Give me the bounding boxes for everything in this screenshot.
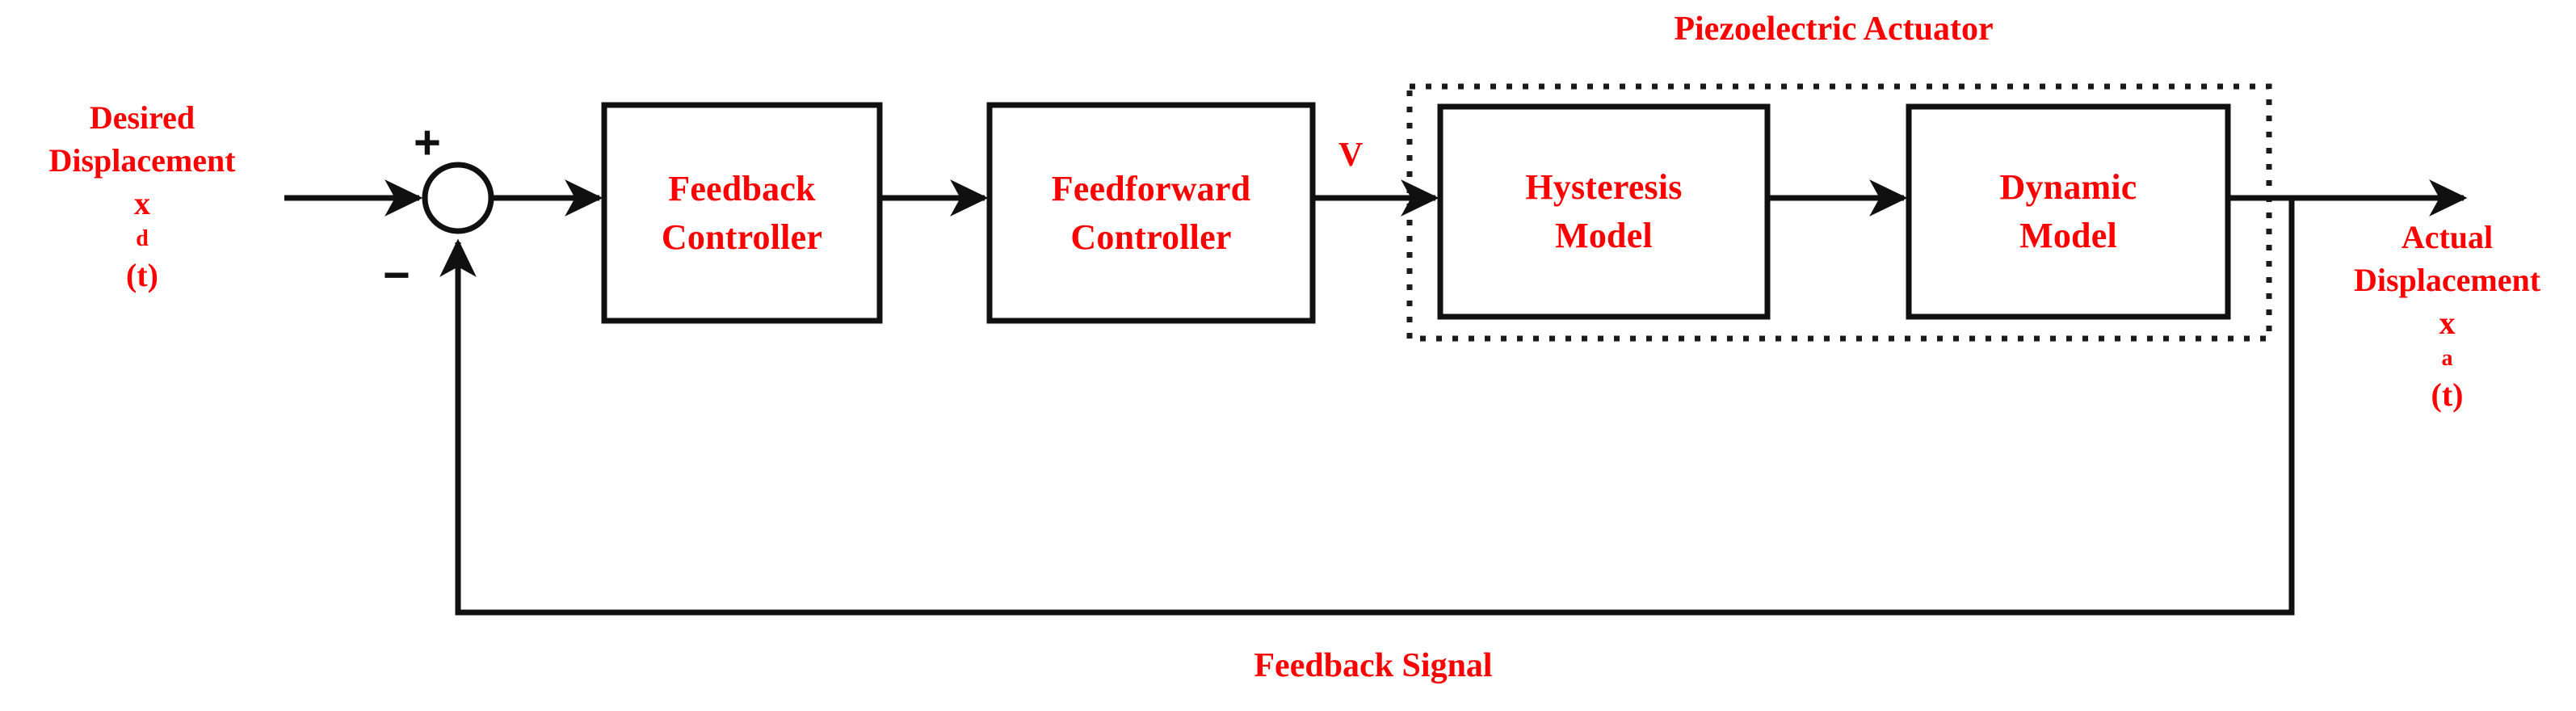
actual-displacement-line2: Displacement	[2353, 261, 2541, 298]
feedforward-controller-block[interactable]	[986, 102, 1316, 324]
feedforward-controller-line1: Feedforward	[1051, 168, 1251, 208]
feedback-controller-block[interactable]	[601, 102, 883, 324]
hysteresis-model-caption: Hysteresis Model	[1440, 107, 1767, 317]
feedforward-controller-caption: Feedforward Controller	[990, 105, 1313, 321]
actual-symbol-base: x	[2439, 304, 2456, 341]
feedforward-controller-line2: Controller	[1070, 217, 1232, 257]
desired-displacement-line1: Desired	[89, 99, 195, 136]
summing-junction[interactable]	[422, 162, 494, 234]
piezoelectric-actuator-title: Piezoelectric Actuator	[1674, 11, 1994, 48]
summing-junction-minus-sign: −	[383, 249, 410, 301]
desired-symbol-subscript: d	[136, 226, 149, 252]
desired-symbol-tail: (t)	[126, 257, 158, 294]
dynamic-model-caption: Dynamic Model	[1909, 107, 2228, 317]
feedback-loop-path	[439, 198, 2295, 616]
feedback-controller-caption: Feedback Controller	[604, 105, 880, 321]
desired-displacement-line2: Displacement	[48, 141, 236, 179]
feedback-controller-line1: Feedback	[668, 168, 816, 208]
feedback-signal-label: Feedback Signal	[1254, 647, 1493, 684]
actual-symbol-subscript: a	[2441, 346, 2453, 372]
piezoelectric-actuator-group-border	[1406, 83, 2272, 342]
hysteresis-model-block[interactable]	[1437, 103, 1771, 320]
voltage-signal-label: V	[1338, 137, 1364, 174]
dynamic-model-block[interactable]	[1906, 103, 2231, 320]
dynamic-model-line1: Dynamic	[1999, 167, 2137, 208]
desired-symbol-base: x	[134, 184, 150, 221]
actual-displacement-line1: Actual	[2401, 219, 2494, 255]
summing-junction-plus-sign: +	[414, 116, 441, 169]
actual-symbol-tail: (t)	[2431, 377, 2464, 414]
hysteresis-model-line2: Model	[1555, 216, 1653, 255]
hysteresis-model-line1: Hysteresis	[1525, 167, 1683, 208]
feedback-controller-line2: Controller	[661, 217, 823, 257]
dynamic-model-line2: Model	[2019, 216, 2117, 255]
